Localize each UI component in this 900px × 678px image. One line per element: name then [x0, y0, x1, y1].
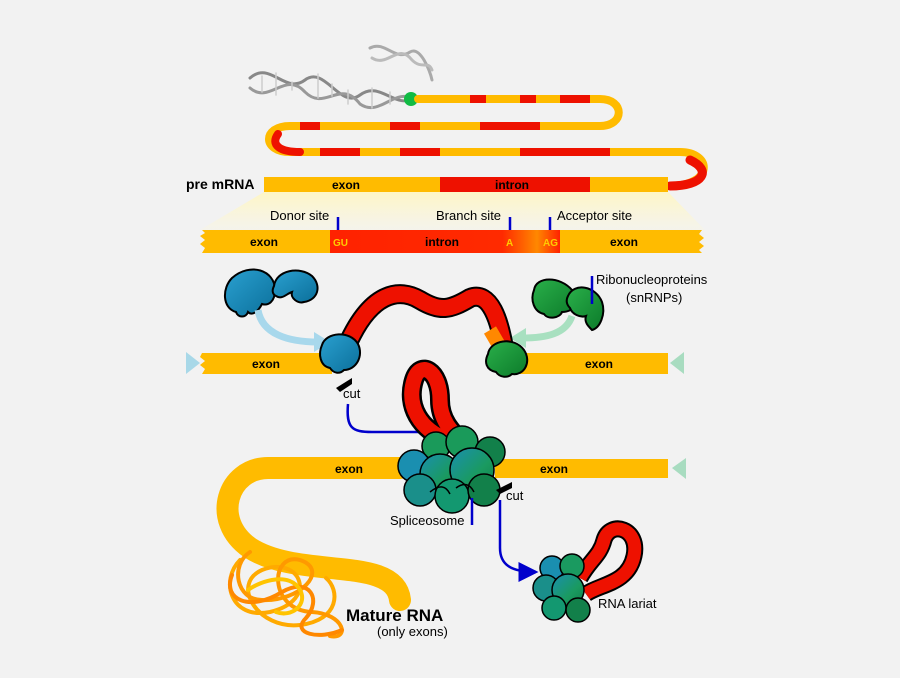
- intron-arch-fill: [337, 286, 513, 362]
- snrnp-blue-large: [224, 268, 277, 318]
- a-site-label: A: [506, 238, 513, 249]
- row4-end-marker: [672, 458, 686, 479]
- expanded-bar: exon intron exon GU A AG: [200, 230, 704, 253]
- transcript-strand: [265, 95, 708, 191]
- pre-mrna-intron-label: intron: [495, 178, 529, 192]
- zoom-fan: [200, 192, 705, 230]
- mature-rna-label: Mature RNA: [346, 606, 443, 625]
- blue-bind-arrowhead: [314, 332, 330, 352]
- expanded-intron-label: intron: [425, 235, 459, 249]
- rnp-label-line2: (snRNPs): [626, 290, 682, 305]
- gu-site-label: GU: [333, 238, 348, 249]
- row3-exon-right-label: exon: [585, 357, 613, 371]
- cut-marker-2: [496, 482, 512, 494]
- row3-exon-left-label: exon: [252, 357, 280, 371]
- lariat-spliceosome: [532, 553, 591, 623]
- snrnp-green-small: [565, 286, 605, 332]
- expanded-exon-right-label: exon: [610, 235, 638, 249]
- pre-mrna-exon-label: exon: [332, 178, 360, 192]
- green-bind-arrowhead: [510, 328, 526, 348]
- polymerase-dot: [404, 92, 418, 106]
- mature-rna-tail: [216, 457, 411, 611]
- right-end-marker: [670, 352, 684, 374]
- rna-lariat-label: RNA lariat: [598, 596, 657, 611]
- expanded-exon-left-label: exon: [250, 235, 278, 249]
- row3-exon-right: [520, 353, 668, 374]
- blue-bind-arrow: [254, 309, 319, 346]
- cut-arrow-2: [498, 500, 539, 582]
- rna-lariat-loop: [574, 522, 642, 600]
- row3-exon-left: [200, 353, 332, 374]
- row4-exon-left-label: exon: [335, 462, 363, 476]
- ag-site-label: AG: [543, 238, 558, 249]
- dna-helix: [248, 44, 434, 110]
- acceptor-site-label: Acceptor site: [557, 208, 632, 223]
- donor-site-label: Donor site: [270, 208, 329, 223]
- spliceosome-complex: [397, 425, 506, 514]
- snrnp-green-bound: [485, 340, 529, 378]
- green-bind-arrow: [521, 314, 576, 342]
- snrnp-green-large: [531, 278, 578, 319]
- left-end-marker: [186, 352, 200, 374]
- mature-rna-coil: [228, 550, 344, 639]
- spliceosome-label: Spliceosome: [390, 513, 464, 528]
- pre-mrna-bar: exon intron: [264, 177, 668, 192]
- spliceosome-mouth: [429, 483, 475, 495]
- cut-marker-1: [336, 378, 352, 392]
- cut-label-2: cut: [506, 488, 524, 503]
- cut-label-1: cut: [343, 386, 361, 401]
- branch-site-label: Branch site: [436, 208, 501, 223]
- row4-exon-right: [495, 459, 668, 478]
- snrnp-blue-small: [271, 269, 319, 304]
- row4-exon-right-label: exon: [540, 462, 568, 476]
- rnp-label-line1: Ribonucleoproteins: [596, 272, 708, 287]
- cut-arrow-1: [346, 403, 461, 442]
- mature-rna-sublabel: (only exons): [377, 624, 448, 639]
- pre-mrna-label: pre mRNA: [186, 176, 254, 192]
- snrnp-blue-bound: [319, 333, 362, 374]
